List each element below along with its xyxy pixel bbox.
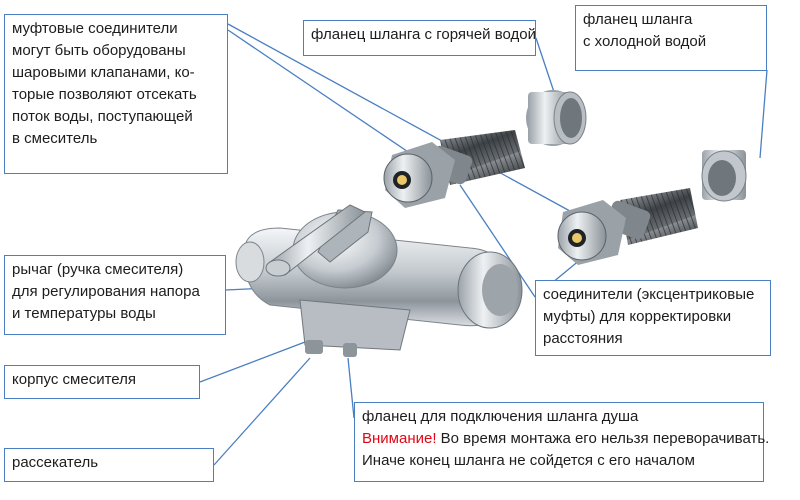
shower-line-3: Иначе конец шланга не сойдется с его нач…	[362, 452, 695, 469]
upper-eccentric-connector	[383, 130, 525, 208]
coupling-valves-callout: муфтовые соединители могут быть оборудов…	[4, 14, 228, 174]
hot-flange-nut	[526, 90, 587, 146]
hot-flange-label: фланец шланга с горячей водой	[311, 26, 536, 43]
leader-cold-flange	[759, 69, 768, 159]
leader-coupling-to-lower	[227, 23, 591, 223]
cold-flange-line-1: фланец шланга	[583, 11, 693, 28]
faucet-body-callout: корпус смесителя	[4, 365, 200, 399]
lever-line-1: рычаг (ручка смесителя)	[12, 261, 184, 278]
eccentric-connectors-callout: соединители (эксцентриковые муфты) для к…	[535, 280, 771, 356]
aerator-callout: рассекатель	[4, 448, 214, 482]
divider-label: рассекатель	[12, 454, 99, 471]
eccentric-line-2: муфты) для корректировки	[543, 308, 732, 325]
shower-line-1: фланец для подключения шланга душа	[362, 408, 639, 425]
cold-flange-nut	[701, 150, 747, 202]
cold-water-flange-callout: фланец шланга с холодной водой	[575, 5, 767, 71]
coupling-line-4: торые позволяют отсекать	[12, 86, 197, 103]
warning-label: Внимание!	[362, 430, 437, 447]
shower-line-2: Внимание! Во время монтажа его нельзя пе…	[362, 428, 769, 450]
coupling-line-2: могут быть оборудованы	[12, 42, 186, 59]
lever-line-2: для регулирования напора	[12, 283, 200, 300]
leader-coupling-to-upper	[227, 29, 421, 161]
hot-water-flange-callout: фланец шланга с горячей водой	[303, 20, 536, 56]
coupling-line-5: поток воды, поступающей	[12, 108, 193, 125]
leader-body	[199, 341, 306, 383]
cold-flange-line-2: с холодной водой	[583, 33, 707, 50]
coupling-line-1: муфтовые соединители	[12, 20, 178, 37]
lever-line-3: и температуры воды	[12, 305, 156, 322]
body-label: корпус смесителя	[12, 371, 136, 388]
eccentric-line-3: расстояния	[543, 330, 623, 347]
leader-shower	[347, 357, 355, 419]
leader-eccentric-upper	[459, 184, 536, 298]
lever-callout: рычаг (ручка смесителя) для регулировани…	[4, 255, 226, 335]
shower-flange-callout: фланец для подключения шланга душа Внима…	[354, 402, 769, 482]
eccentric-line-1: соединители (эксцентриковые	[543, 286, 755, 303]
lower-eccentric-connector	[557, 188, 698, 265]
faucet-body	[235, 204, 523, 357]
coupling-line-6: в смеситель	[12, 130, 98, 147]
leader-divider	[213, 357, 311, 466]
leader-hot-flange	[535, 37, 556, 96]
warning-text: Во время монтажа его нельзя переворачива…	[436, 430, 770, 447]
coupling-line-3: шаровыми клапанами, ко-	[12, 64, 195, 81]
